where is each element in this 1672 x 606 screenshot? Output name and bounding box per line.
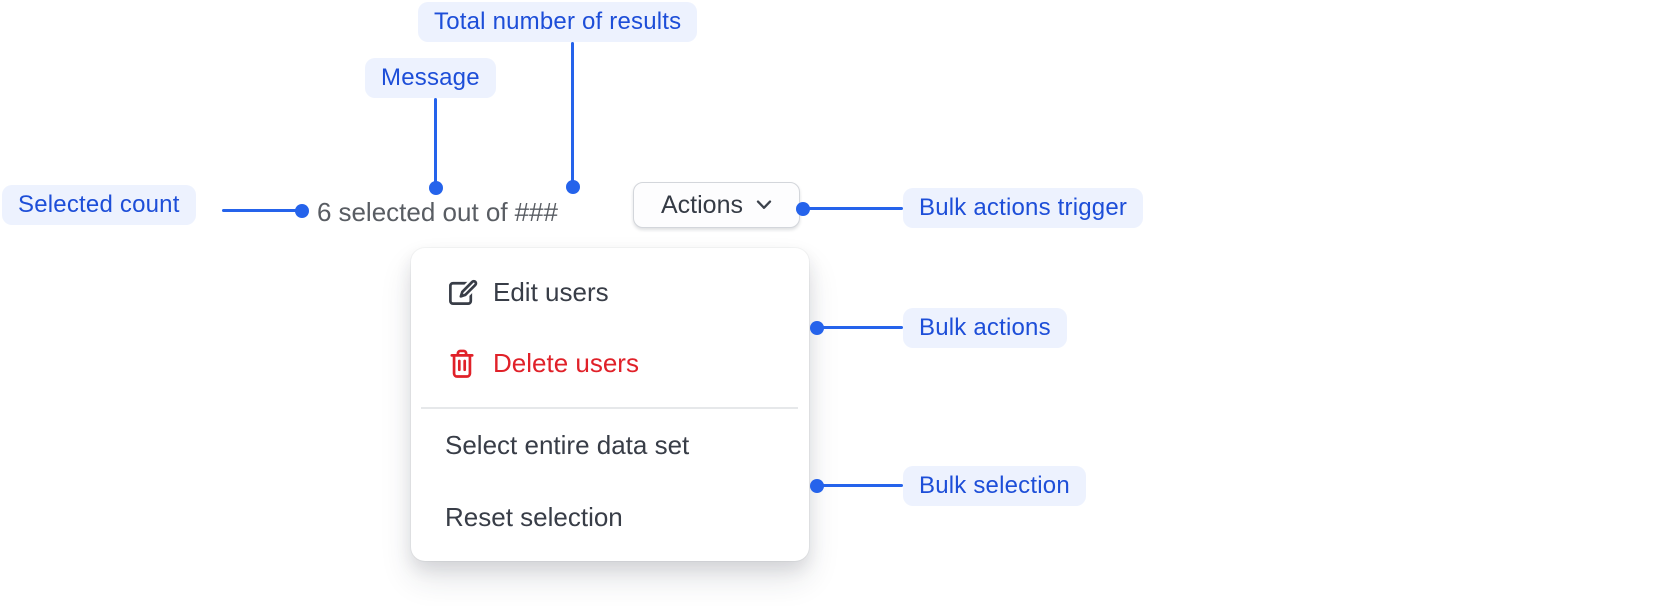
total-results-placeholder: ### bbox=[514, 197, 558, 227]
annotation-label-message: Message bbox=[365, 58, 496, 98]
menu-item-edit-users[interactable]: Edit users bbox=[411, 264, 809, 320]
edit-pencil-icon bbox=[445, 275, 479, 309]
menu-item-delete-users[interactable]: Delete users bbox=[411, 335, 809, 391]
connector-line-bulk-actions bbox=[820, 326, 903, 329]
annotation-label-bulk-actions-trigger: Bulk actions trigger bbox=[903, 188, 1144, 228]
annotation-label-bulk-actions: Bulk actions bbox=[903, 308, 1067, 348]
menu-item-label: Reset selection bbox=[445, 501, 623, 532]
connector-dot-bulk-selection bbox=[810, 479, 824, 493]
menu-divider bbox=[421, 407, 798, 409]
actions-button-label: Actions bbox=[661, 190, 743, 219]
connector-line-message bbox=[434, 98, 437, 183]
connector-line-selected-count bbox=[222, 209, 298, 212]
selection-message-text: selected out of bbox=[338, 197, 508, 227]
bulk-actions-menu: Edit users Delete users Select entire da… bbox=[411, 248, 809, 561]
menu-item-select-entire-data-set[interactable]: Select entire data set bbox=[411, 417, 809, 473]
selected-count-value: 6 bbox=[317, 197, 332, 227]
connector-line-bulk-actions-trigger bbox=[806, 207, 903, 210]
menu-item-reset-selection[interactable]: Reset selection bbox=[411, 489, 809, 545]
connector-dot-bulk-actions-trigger bbox=[796, 202, 810, 216]
connector-dot-bulk-actions bbox=[810, 321, 824, 335]
annotation-label-total-results: Total number of results bbox=[418, 2, 698, 42]
connector-line-bulk-selection bbox=[820, 484, 903, 487]
annotation-label-selected-count: Selected count bbox=[2, 185, 196, 225]
menu-item-label: Edit users bbox=[493, 276, 609, 307]
menu-item-label: Delete users bbox=[493, 347, 639, 378]
trash-icon bbox=[445, 346, 479, 380]
chevron-down-icon bbox=[756, 200, 772, 210]
menu-item-label: Select entire data set bbox=[445, 429, 690, 460]
connector-dot-selected-count bbox=[295, 204, 309, 218]
selection-message: 6 selected out of ### bbox=[317, 196, 558, 228]
connector-dot-message bbox=[429, 181, 443, 195]
connector-line-total-results bbox=[571, 42, 574, 182]
connector-dot-total-results bbox=[566, 180, 580, 194]
annotation-label-bulk-selection: Bulk selection bbox=[903, 466, 1086, 506]
bulk-actions-trigger-button[interactable]: Actions bbox=[633, 182, 800, 228]
